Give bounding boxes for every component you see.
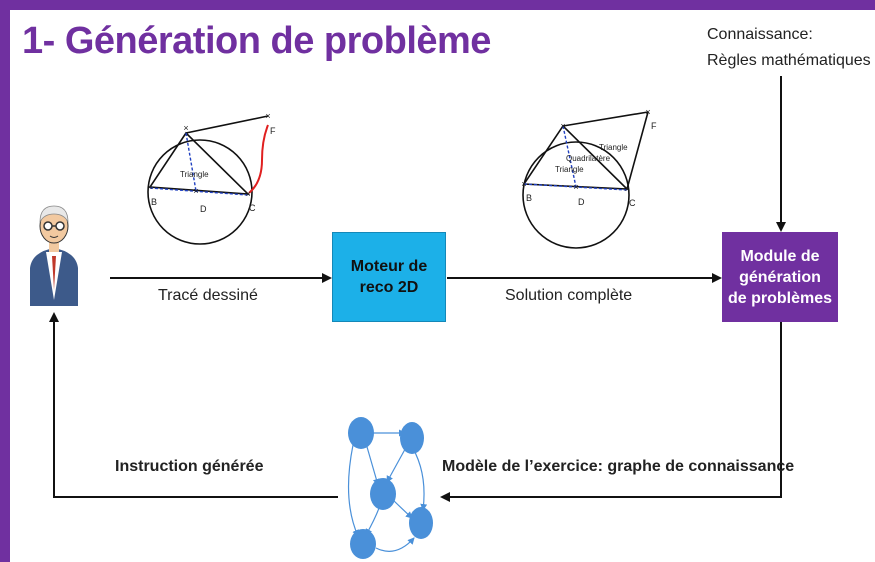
svg-text:×: × (193, 186, 198, 196)
module-label-line2: génération (739, 268, 821, 286)
fig2-label-triangle-inner: Triangle (555, 165, 584, 174)
slide-title: 1- Génération de problème (22, 20, 491, 62)
engine-label-line1: Moteur de (350, 258, 428, 275)
graph-node (409, 507, 433, 539)
fig2-point-f: F (651, 121, 657, 131)
fig2-label-quadrilateral: Quadrilatère (566, 154, 611, 163)
fig1-triangle (148, 131, 251, 195)
fig2-point-b: B (526, 193, 532, 203)
fig1-point-c: C (249, 203, 256, 213)
fig2-line-cf (626, 111, 649, 190)
figure-complete-solution: × × × × × B D C F Triangle Quadrilatère … (521, 107, 657, 249)
knowledge-graph-icon (347, 417, 433, 559)
graph-node (348, 417, 374, 449)
label-exercise-model: Modèle de l’exercice: graphe de connaiss… (442, 458, 795, 475)
svg-text:×: × (183, 123, 188, 133)
fig1-dashed-base (149, 187, 249, 196)
graph-node (370, 478, 396, 510)
label-generated-instruction: Instruction générée (115, 458, 264, 475)
graph-node (350, 529, 376, 559)
svg-text:×: × (521, 179, 526, 189)
fig2-point-c: C (629, 198, 636, 208)
graph-node (400, 422, 424, 454)
fig1-shape-label: Triangle (180, 170, 209, 179)
knowledge-source: Connaissance: Règles mathématiques (707, 22, 871, 74)
frame-left-border (0, 0, 10, 562)
engine-label-line2: reco 2D (359, 279, 419, 296)
fig2-label-triangle-outer: Triangle (599, 143, 628, 152)
svg-text:×: × (645, 107, 650, 117)
fig1-point-b: B (151, 197, 157, 207)
problem-generation-module-box: Module de génération de problèmes (722, 232, 838, 322)
svg-text:×: × (265, 111, 270, 121)
fig1-red-trace (248, 124, 269, 194)
fig2-point-d: D (578, 197, 585, 207)
svg-text:×: × (245, 189, 250, 199)
label-drawn-trace: Tracé dessiné (158, 287, 258, 304)
teacher-icon (30, 205, 78, 306)
fig1-point-f: F (270, 126, 276, 136)
svg-text:×: × (573, 182, 578, 192)
module-label-line1: Module de (740, 247, 820, 265)
fig2-line-af (562, 111, 649, 127)
arrow-graph-to-teacher (49, 312, 338, 498)
svg-text:×: × (560, 121, 565, 131)
frame-top-border (0, 0, 875, 10)
fig2-circle (522, 141, 630, 249)
label-full-solution: Solution complète (505, 287, 633, 304)
svg-text:×: × (624, 184, 629, 194)
knowledge-rules: Règles mathématiques (707, 52, 871, 69)
fig1-line-af (185, 115, 269, 134)
fig1-point-d: D (200, 204, 207, 214)
recognition-engine-box: Moteur de reco 2D (332, 232, 446, 322)
fig2-dashed-base (523, 183, 628, 191)
knowledge-heading: Connaissance: (707, 26, 813, 43)
module-label-line3: de problèmes (727, 289, 833, 307)
fig2-dashed-height (562, 125, 577, 188)
fig1-circle (147, 139, 253, 245)
svg-text:×: × (147, 182, 152, 192)
arrow-module-to-graph (440, 322, 782, 502)
figure-drawn-trace: × × × × × B D C F Triangle (147, 111, 276, 245)
